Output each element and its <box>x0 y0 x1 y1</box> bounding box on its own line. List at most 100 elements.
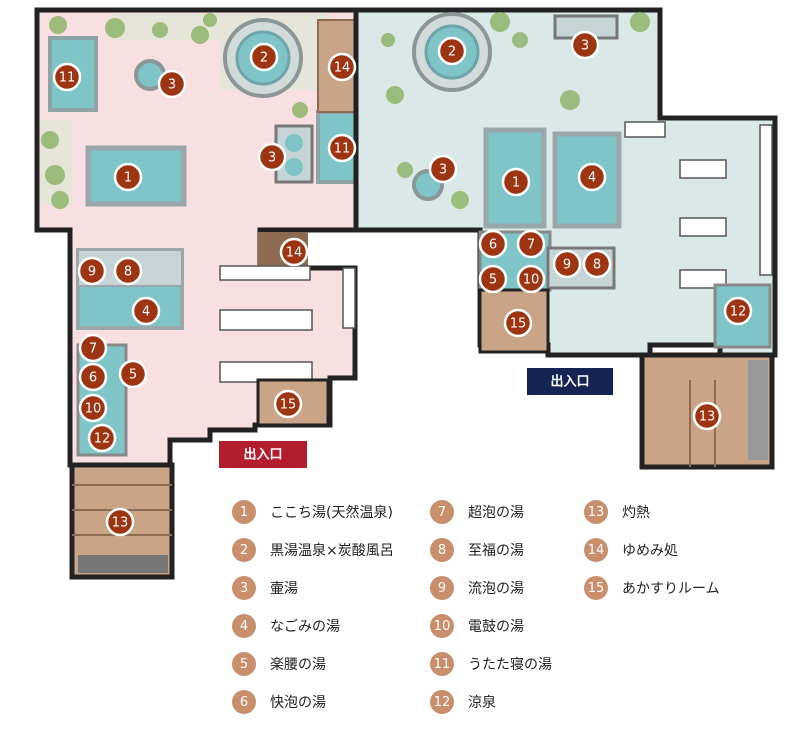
women-badge-5-label: 5 <box>129 368 137 383</box>
legend-number: 11 <box>430 652 454 676</box>
women-badge-3-label: 3 <box>168 78 176 93</box>
men-area <box>353 7 778 470</box>
men-badge-4-label: 4 <box>588 171 596 186</box>
legend-label: なごみの湯 <box>270 619 340 635</box>
men-badge-6-label: 6 <box>489 238 497 253</box>
legend-number: 1 <box>232 500 256 524</box>
men-badge-3: 3 <box>428 154 458 184</box>
women-badge-11-label: 11 <box>59 71 76 86</box>
women-badge-14-label: 14 <box>286 246 303 261</box>
men-badge-3-label: 3 <box>581 39 589 54</box>
women-badge-9: 9 <box>77 256 107 286</box>
legend-item-10: 10 電鼓の湯 <box>430 614 524 638</box>
men-badge-6: 6 <box>478 229 508 259</box>
women-badge-11-label: 11 <box>334 142 351 157</box>
women-badge-4-label: 4 <box>142 305 150 320</box>
men-badge-13-label: 13 <box>699 410 716 425</box>
women-badge-15: 15 <box>273 389 303 419</box>
legend-item-2: 2 黒湯温泉×炭酸風呂 <box>232 538 394 562</box>
women-badge-8-label: 8 <box>124 265 132 280</box>
men-badge-15: 15 <box>503 308 533 338</box>
legend-item-6: 6 快泡の湯 <box>232 690 326 714</box>
men-badge-8-label: 8 <box>593 258 601 273</box>
men-badge-7: 7 <box>516 229 546 259</box>
legend-label: 楽腰の湯 <box>270 657 326 673</box>
legend-item-9: 9 流泡の湯 <box>430 576 524 600</box>
women-badge-4: 4 <box>131 296 161 326</box>
legend-number: 7 <box>430 500 454 524</box>
legend-number: 12 <box>430 690 454 714</box>
men-badge-1: 1 <box>501 167 531 197</box>
men-badge-5: 5 <box>478 264 508 294</box>
women-badge-6-label: 6 <box>89 371 97 386</box>
legend-label: 快泡の湯 <box>270 695 326 711</box>
legend-label: ゆめみ処 <box>622 543 678 559</box>
legend-label: 壷湯 <box>270 581 298 597</box>
men-badge-4: 4 <box>577 162 607 192</box>
legend-number: 9 <box>430 576 454 600</box>
men-entrance-label: 出入口 <box>550 374 589 390</box>
legend-label: 至福の湯 <box>468 543 524 559</box>
legend-number: 6 <box>232 690 256 714</box>
legend-number: 14 <box>584 538 608 562</box>
men-badge-13: 13 <box>692 401 722 431</box>
women-badge-15-label: 15 <box>280 398 297 413</box>
women-badge-8: 8 <box>113 256 143 286</box>
women-area <box>34 7 360 580</box>
women-badge-6: 6 <box>78 362 108 392</box>
men-badge-5-label: 5 <box>489 273 497 288</box>
men-badge-7-label: 7 <box>527 238 535 253</box>
men-badge-10: 10 <box>516 264 546 294</box>
legend-item-8: 8 至福の湯 <box>430 538 524 562</box>
men-badge-3-label: 3 <box>439 163 447 178</box>
legend-label: うたた寝の湯 <box>468 657 552 673</box>
legend-item-7: 7 超泡の湯 <box>430 500 524 524</box>
legend-number: 3 <box>232 576 256 600</box>
legend-number: 4 <box>232 614 256 638</box>
legend-number: 8 <box>430 538 454 562</box>
women-badge-11: 11 <box>327 133 357 163</box>
women-badge-3-label: 3 <box>268 151 276 166</box>
legend-item-11: 11 うたた寝の湯 <box>430 652 552 676</box>
women-badge-10: 10 <box>78 393 108 423</box>
women-badge-1-label: 1 <box>124 171 132 186</box>
legend-label: 黒湯温泉×炭酸風呂 <box>270 543 394 559</box>
legend-number: 15 <box>584 576 608 600</box>
legend-label: あかすりルーム <box>622 581 720 597</box>
women-badge-14: 14 <box>279 237 309 267</box>
women-badge-14: 14 <box>327 52 357 82</box>
women-badge-10-label: 10 <box>85 402 102 417</box>
men-badge-1-label: 1 <box>512 176 520 191</box>
women-badge-7-label: 7 <box>89 342 97 357</box>
legend-label: 電鼓の湯 <box>468 619 524 635</box>
legend-item-15: 15 あかすりルーム <box>584 576 720 600</box>
legend-item-3: 3 壷湯 <box>232 576 298 600</box>
men-badge-12: 12 <box>723 296 753 326</box>
legend-number: 13 <box>584 500 608 524</box>
women-badge-3: 3 <box>257 142 287 172</box>
women-badge-13-label: 13 <box>112 516 129 531</box>
women-badge-12-label: 12 <box>94 432 111 447</box>
legend-label: 超泡の湯 <box>468 505 524 521</box>
men-entrance[interactable]: 出入口 <box>527 368 613 395</box>
legend-label: 涼泉 <box>468 695 496 711</box>
women-badge-7: 7 <box>78 333 108 363</box>
women-entrance[interactable]: 出入口 <box>219 441 307 468</box>
women-entrance-label: 出入口 <box>243 447 282 463</box>
men-badge-12-label: 12 <box>730 305 747 320</box>
women-badge-14-label: 14 <box>334 61 351 76</box>
women-badge-12: 12 <box>87 423 117 453</box>
legend-label: 流泡の湯 <box>468 581 524 597</box>
legend-number: 10 <box>430 614 454 638</box>
women-badge-13: 13 <box>105 507 135 537</box>
men-badge-2-label: 2 <box>448 45 456 60</box>
men-badge-3: 3 <box>570 30 600 60</box>
men-badge-9-label: 9 <box>563 258 571 273</box>
legend-number: 2 <box>232 538 256 562</box>
